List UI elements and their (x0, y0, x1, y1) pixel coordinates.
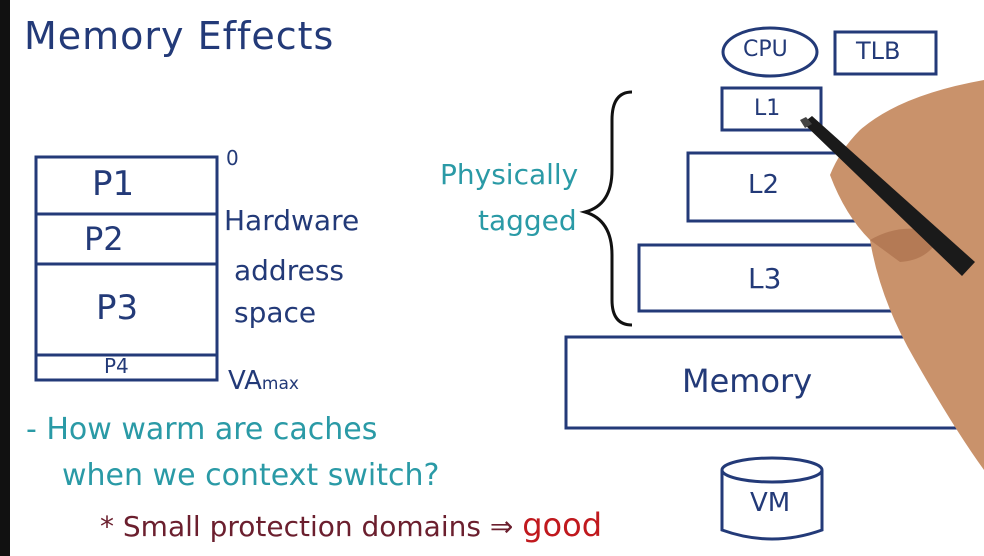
side-label-line-2: address (234, 254, 345, 287)
note-arrow: ⇒ (489, 510, 514, 543)
partition-label-p1: P1 (92, 164, 135, 204)
small-protection-domains-note: * Small protection domains ⇒ good (100, 506, 602, 544)
tlb-box (833, 30, 938, 76)
vm-label: VM (750, 488, 791, 518)
hand-holding-pen-icon (800, 80, 984, 470)
cpu-label: CPU (743, 37, 788, 62)
vm-cylinder (720, 456, 824, 541)
va-max-subscript: max (261, 374, 299, 394)
l1-label: L1 (754, 96, 781, 121)
address-zero-marker: 0 (226, 146, 239, 170)
note-point: * Small protection domains (100, 510, 481, 543)
page-title: Memory Effects (24, 14, 335, 58)
question-line-2: when we context switch? (62, 458, 440, 493)
left-edge-shadow (0, 0, 10, 556)
partition-label-p3: P3 (96, 288, 139, 328)
partition-label-p2: P2 (84, 220, 124, 258)
va-label: VA (228, 366, 262, 396)
address-space-box (34, 155, 219, 382)
side-label-line-1: Hardware (224, 204, 360, 237)
side-label-line-3: space (234, 296, 317, 329)
partition-label-p4: P4 (104, 354, 129, 378)
l2-label: L2 (748, 170, 780, 200)
brace-label-line-1: Physically (440, 158, 579, 191)
physically-tagged-brace (579, 90, 633, 327)
memory-label: Memory (682, 362, 813, 400)
tlb-label: TLB (856, 37, 901, 65)
l3-label: L3 (748, 262, 782, 295)
l1-box (720, 86, 823, 132)
note-result: good (522, 506, 603, 544)
cpu-ellipse (721, 26, 819, 78)
brace-label-line-2: tagged (478, 204, 577, 237)
question-line-1: - How warm are caches (26, 412, 378, 447)
va-max-label: VAmax (228, 366, 299, 396)
